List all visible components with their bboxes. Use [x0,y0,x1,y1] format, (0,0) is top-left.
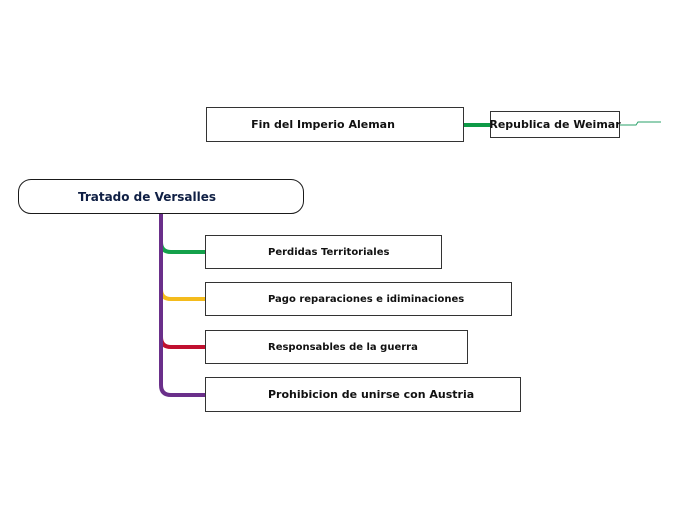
branch-responsables-guerra [159,335,207,349]
node-label: Responsables de la guerra [268,341,418,353]
node-label: Prohibicion de unirse con Austria [268,388,475,401]
node-fin-del-imperio-aleman[interactable]: Fin del Imperio Aleman [206,107,464,142]
node-label: Perdidas Territoriales [268,246,390,258]
branch-perdidas-territoriales [159,240,207,254]
node-responsables-de-la-guerra[interactable]: Responsables de la guerra [205,330,468,364]
branch-trunk-prohibicion [159,212,207,397]
node-label: Fin del Imperio Aleman [251,118,395,131]
node-perdidas-territoriales[interactable]: Perdidas Territoriales [205,235,442,269]
connector-republica-tail [620,121,661,126]
node-pago-reparaciones[interactable]: Pago reparaciones e idiminaciones [205,282,512,316]
root-node-tratado-de-versalles[interactable]: Tratado de Versalles [18,179,304,214]
node-republica-de-weimar[interactable]: Republica de Weimar [489,111,621,138]
node-label: Republica de Weimar [489,118,621,131]
branch-pago-reparaciones [159,287,207,301]
node-prohibicion-unirse-austria[interactable]: Prohibicion de unirse con Austria [205,377,521,412]
root-node-label: Tratado de Versalles [77,189,217,204]
node-label: Pago reparaciones e idiminaciones [268,293,465,305]
